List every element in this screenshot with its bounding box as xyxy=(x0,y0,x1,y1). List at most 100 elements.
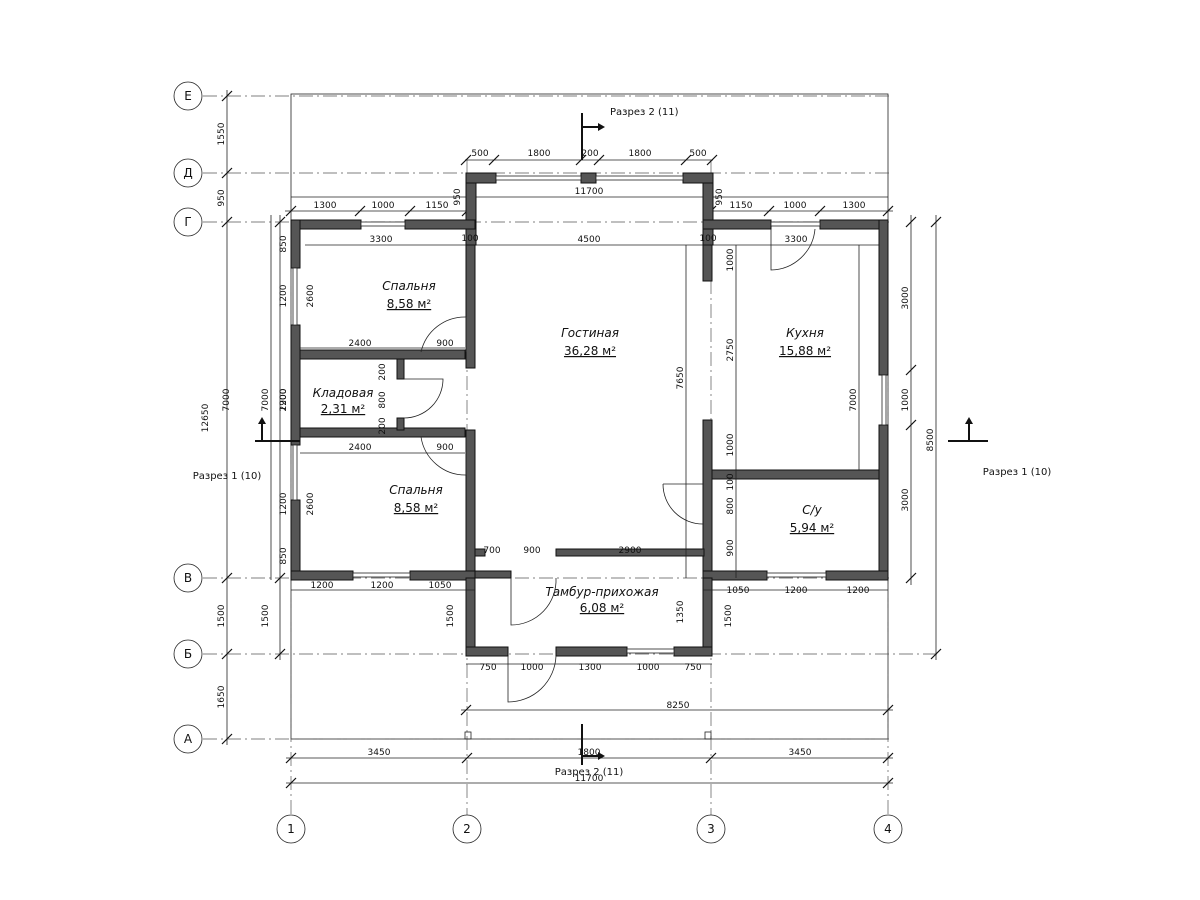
dim-right-1000: 1000 xyxy=(901,388,911,411)
dim-top-11700: 11700 xyxy=(575,187,604,197)
dim-left-12650: 12650 xyxy=(201,403,211,432)
axis-label-1: 1 xyxy=(287,822,295,836)
room-name-vestibule: Тамбур-прихожая xyxy=(545,585,658,599)
dim-top-1800a: 1800 xyxy=(528,149,551,159)
dim-200a: 200 xyxy=(378,363,388,380)
dimension-chain-right: 3000 1000 3000 8500 xyxy=(901,215,942,660)
dim-kl-1000b: 1000 xyxy=(726,433,736,456)
dim-left-1550: 1550 xyxy=(217,122,227,145)
dim-top-500b: 500 xyxy=(689,149,706,159)
room-area-bedroom-2: 8,58 м² xyxy=(394,501,439,515)
doors xyxy=(403,228,816,703)
dim-left-7000: 7000 xyxy=(222,388,232,411)
dim-porch-1300: 1300 xyxy=(579,663,602,673)
dim-top-200: 200 xyxy=(581,149,598,159)
axis-lines-vertical xyxy=(290,160,889,815)
axis-label-v: В xyxy=(184,571,192,585)
dim-bl-1200a: 1200 xyxy=(311,581,334,591)
axis-bubbles-numbers: 1 2 3 4 xyxy=(276,814,903,844)
dim-right-7000: 7000 xyxy=(849,388,859,411)
dim-wall-850b: 850 xyxy=(279,547,289,564)
dim-900b: 900 xyxy=(436,443,453,453)
dim-top-1800b: 1800 xyxy=(629,149,652,159)
room-area-vestibule: 6,08 м² xyxy=(580,601,625,615)
dim-hall-1350: 1350 xyxy=(676,600,686,623)
dim-wall-1200b: 1200 xyxy=(279,492,289,515)
axis-label-4: 4 xyxy=(884,822,892,836)
section-cut-1-right: Разрез 1 (10) xyxy=(948,417,1051,478)
dim-hall-900: 900 xyxy=(523,546,540,556)
section-cut-1-left: Разрез 1 (10) xyxy=(193,417,300,482)
dim-kl-2750: 2750 xyxy=(726,338,736,361)
axis-label-g: Г xyxy=(184,215,191,229)
dim-kl-100: 100 xyxy=(726,473,736,490)
dim-900a: 900 xyxy=(436,339,453,349)
axis-label-a: А xyxy=(184,732,193,746)
dim-porch-8250: 8250 xyxy=(667,701,690,711)
dim-topright-1300: 1300 xyxy=(843,201,866,211)
windows xyxy=(292,175,887,654)
dim-br-1050: 1050 xyxy=(727,586,750,596)
dim-overall-1800: 1800 xyxy=(578,748,601,758)
section-1-label-right: Разрез 1 (10) xyxy=(983,467,1052,478)
dim-kl-1000a: 1000 xyxy=(726,248,736,271)
dim-left-1650: 1650 xyxy=(217,685,227,708)
dim-950-left: 950 xyxy=(453,188,463,205)
dim-topleft-1000: 1000 xyxy=(372,201,395,211)
dim-overall-3450a: 3450 xyxy=(368,748,391,758)
dim-wall-850a: 850 xyxy=(279,235,289,252)
axis-label-e: Е xyxy=(184,89,192,103)
dim-top-500a: 500 xyxy=(471,149,488,159)
axis-label-d: Д xyxy=(183,166,192,180)
axis-label-2: 2 xyxy=(463,822,471,836)
dim-kl-800: 800 xyxy=(726,497,736,514)
column-marker-right xyxy=(704,731,712,740)
axis-label-b: Б xyxy=(184,647,192,661)
room-name-wc: С/у xyxy=(802,503,822,517)
room-area-wc: 5,94 м² xyxy=(790,521,835,535)
dim-room-2600b: 2600 xyxy=(306,492,316,515)
dim-overall-11700: 11700 xyxy=(575,774,604,784)
dim-porch-1000a: 1000 xyxy=(521,663,544,673)
dim-right-8500: 8500 xyxy=(926,428,936,451)
dimension-bottom: 1200 1200 1050 1050 1200 1200 700 900 29… xyxy=(285,546,894,789)
dimension-inner: 2400 900 2400 900 200 200 100 100 7650 1… xyxy=(300,234,860,578)
dim-hall-1500a: 1500 xyxy=(446,604,456,627)
dim-7650: 7650 xyxy=(676,366,686,389)
dim-porch-1000b: 1000 xyxy=(637,663,660,673)
axis-label-3: 3 xyxy=(707,822,715,836)
room-name-bedroom-1: Спальня xyxy=(382,279,435,293)
room-name-storage: Кладовая xyxy=(313,386,374,400)
dim-room-800: 800 xyxy=(378,391,388,408)
dim-bl-1050: 1050 xyxy=(429,581,452,591)
room-area-kitchen: 15,88 м² xyxy=(779,344,831,358)
dim-2400b: 2400 xyxy=(349,443,372,453)
dimension-chain-left: 1550 950 12650 1500 1650 7000 1500 7000 … xyxy=(201,90,388,745)
dim-kl-900: 900 xyxy=(726,539,736,556)
dim-room-2600a: 2600 xyxy=(306,284,316,307)
dim-topleft-1150: 1150 xyxy=(426,201,449,211)
dim-hall-2900: 2900 xyxy=(619,546,642,556)
dim-950-right: 950 xyxy=(715,188,725,205)
dim-inner-4500: 4500 xyxy=(578,235,601,245)
dim-topleft-1300: 1300 xyxy=(314,201,337,211)
dim-porch-750b: 750 xyxy=(684,663,701,673)
axis-lines-horizontal xyxy=(203,95,940,740)
dimension-chain-top: 500 1800 200 1800 500 11700 1300 1000 11… xyxy=(285,149,894,246)
dim-porch-750a: 750 xyxy=(479,663,496,673)
section-2-label-bottom: Разрез 2 (11) xyxy=(555,767,624,778)
dim-room-1200: 1200 xyxy=(279,388,289,411)
dim-left-1500b: 1500 xyxy=(261,604,271,627)
room-name-kitchen: Кухня xyxy=(786,326,824,340)
walls xyxy=(290,172,889,657)
dim-topright-1150: 1150 xyxy=(730,201,753,211)
dim-topright-1000: 1000 xyxy=(784,201,807,211)
section-cut-2-top: Разрез 2 (11) xyxy=(581,107,679,160)
dim-hall-700: 700 xyxy=(483,546,500,556)
dim-br-1200a: 1200 xyxy=(785,586,808,596)
dim-br-1200b: 1200 xyxy=(847,586,870,596)
dim-left-7000b: 7000 xyxy=(261,388,271,411)
dim-inner-3300a: 3300 xyxy=(370,235,393,245)
room-name-bedroom-2: Спальня xyxy=(389,483,442,497)
